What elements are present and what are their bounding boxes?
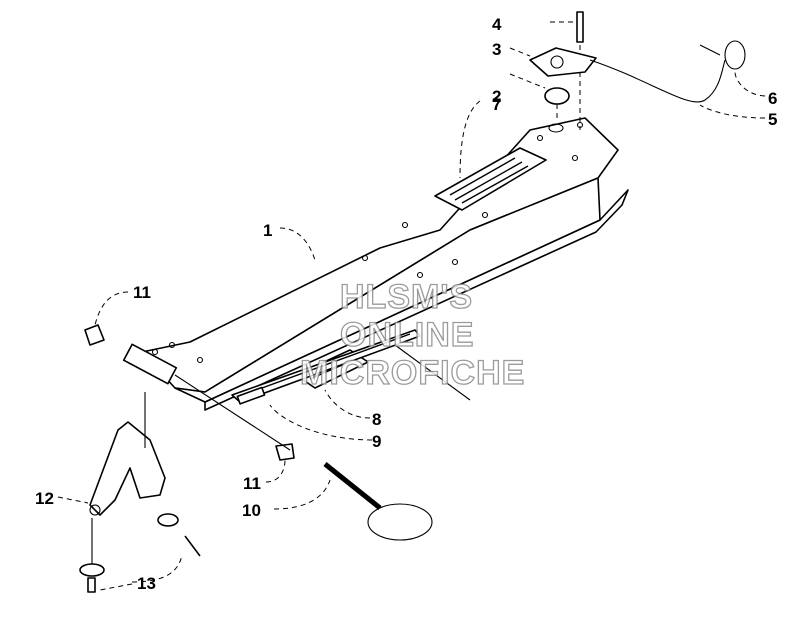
part-4-pin	[576, 11, 584, 130]
part-6-lanyard	[699, 40, 746, 70]
watermark-line-1: HLSM'S	[340, 278, 473, 316]
part-11-bushing-lower	[275, 443, 295, 461]
watermark-line-2: ONLINE	[340, 316, 474, 354]
watermark: HLSM'S ONLINE MICROFICHE	[299, 277, 525, 392]
callout-11-lower: 11	[243, 474, 261, 493]
callout-7-visible: 7	[492, 95, 501, 114]
decal-7	[434, 147, 547, 211]
callout-11-upper: 11	[133, 283, 151, 302]
callout-9: 9	[372, 432, 381, 451]
callout-8: 8	[372, 410, 381, 429]
callout-3: 3	[492, 40, 501, 59]
callout-13: 13	[137, 574, 156, 593]
part-5-cable	[589, 59, 726, 103]
part-2-grommet	[544, 87, 570, 122]
callout-12: 12	[35, 489, 54, 508]
part-12-bracket	[89, 392, 166, 516]
part-10-handle	[323, 462, 433, 541]
callout-6: 6	[768, 89, 777, 108]
part-11-bushing-upper	[84, 324, 105, 346]
callout-10: 10	[242, 501, 261, 520]
part-13-fasteners	[79, 513, 201, 593]
callout-4: 4	[492, 15, 502, 34]
callout-5: 5	[768, 110, 777, 129]
leader-lines	[57, 21, 766, 591]
callout-2: 2	[492, 87, 501, 106]
decal-9	[231, 329, 421, 405]
watermark-line-3: MICROFICHE	[300, 354, 525, 392]
callout-1: 1	[263, 221, 272, 240]
part-3-plate	[529, 47, 597, 77]
